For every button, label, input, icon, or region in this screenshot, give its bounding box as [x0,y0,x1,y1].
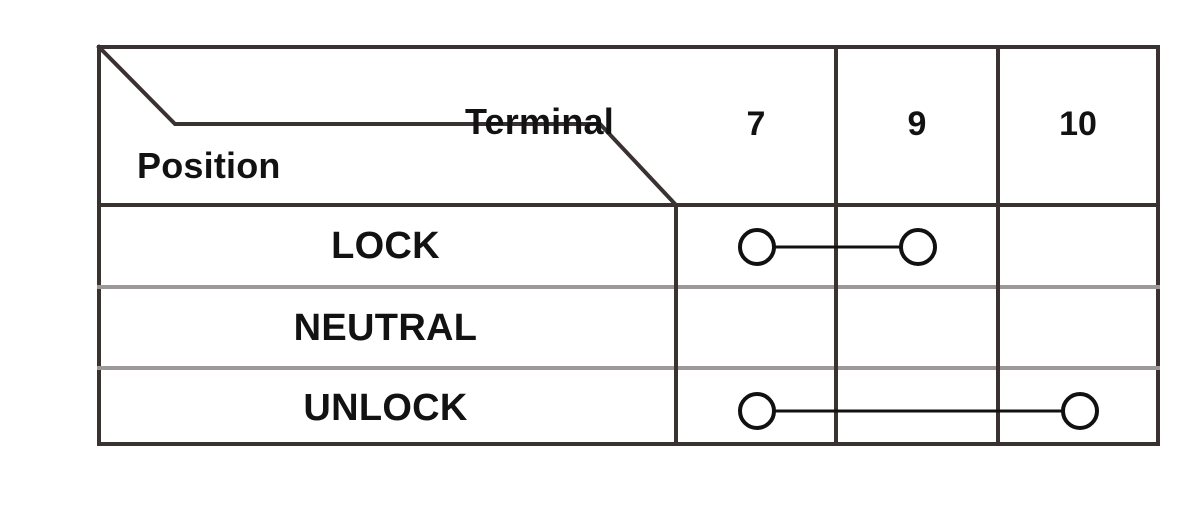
header-terminal-label: Terminal [465,101,614,142]
terminal-header-7: 7 [746,105,766,143]
terminal-header-9: 9 [907,105,927,143]
column-divider-position [674,205,678,446]
switch-continuity-table: Terminal Position 7 9 10 LOCK NEUTRAL UN… [96,44,1160,446]
row-divider-header [97,203,1160,207]
row-divider-neutral-unlock [97,366,1160,370]
position-label-lock: LOCK [331,225,440,267]
position-label-neutral: NEUTRAL [293,306,478,349]
terminal-header-10: 10 [1059,105,1097,143]
position-label-unlock: UNLOCK [303,387,468,429]
row-divider-lock-neutral [97,285,1160,289]
column-divider-9-10 [996,45,1000,446]
header-position-label: Position [137,145,281,186]
